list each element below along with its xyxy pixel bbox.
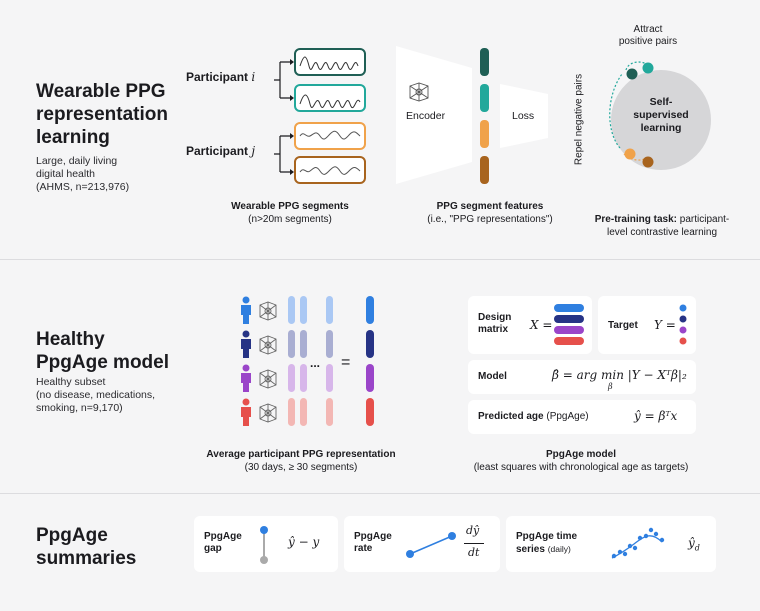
section2-subtitle: Healthy subset (no disease, medications,… — [36, 376, 156, 414]
neural-net-icon — [409, 82, 429, 102]
matrix-row-red — [554, 337, 584, 345]
section-representation-learning: Wearable PPG representation learning Lar… — [0, 0, 760, 258]
features-caption: PPG segment features(i.e., "PPG represen… — [427, 201, 553, 225]
timeseries-icon — [611, 527, 665, 559]
model-eq-sub: β — [608, 382, 613, 391]
pred-label: Predicted age (PpgAge) — [478, 411, 589, 422]
ssl-label: Self- supervised learning — [633, 96, 689, 134]
section3-title: PpgAge summaries — [36, 525, 137, 569]
rate-icon — [406, 532, 456, 558]
participant-rows — [241, 296, 374, 426]
encoder-block — [396, 46, 472, 184]
section-ppgage-model: Healthy PpgAge model Healthy subset (no … — [0, 260, 760, 488]
section2-title: Healthy PpgAge model — [36, 329, 170, 373]
ppg-segment-i1 — [294, 48, 366, 76]
pred-eq: ŷ = βᵀx — [634, 409, 678, 423]
design-eq: X = — [530, 318, 553, 332]
ppg-segment-j2 — [294, 156, 366, 184]
design-matrix-card: Design matrix X = — [468, 296, 592, 354]
ppgage-timeseries-card: PpgAge time series (daily) ŷd — [506, 516, 716, 572]
target-dots — [679, 304, 687, 345]
section-ppgage-summaries: PpgAge summaries PpgAge gap ŷ − y PpgAge… — [0, 494, 760, 611]
feature-bar-teal — [480, 84, 489, 112]
avg-caption: Average participant PPG representation(3… — [206, 449, 396, 473]
pretrain-caption: Pre-training task: participant- level co… — [594, 214, 730, 238]
participant-i-label: Participant i — [186, 70, 256, 84]
ts-label: PpgAge time series (daily) — [516, 531, 578, 555]
ppgage-gap-card: PpgAge gap ŷ − y — [194, 516, 338, 572]
matrix-row-purple — [554, 326, 584, 334]
model-caption: PpgAge model(least squares with chronolo… — [473, 449, 689, 473]
target-eq: Y = — [654, 318, 676, 332]
matrix-row-blue — [554, 304, 584, 312]
model-card: Model β̂ = arg min |Y − Xᵀβ|₂ β — [468, 360, 696, 394]
equals-sign: = — [341, 354, 351, 371]
target-card: Target Y = — [598, 296, 696, 354]
repel-label: Repel negative pairs — [573, 73, 585, 166]
participant-brackets — [274, 59, 294, 175]
ppg-segment-i2 — [294, 84, 366, 112]
divider-1 — [0, 259, 760, 260]
loss-label: Loss — [512, 110, 535, 122]
feature-bar-teal-dark — [480, 48, 489, 76]
loss-block — [500, 84, 548, 148]
gap-icon — [260, 526, 268, 564]
predicted-age-card: Predicted age (PpgAge) ŷ = βᵀx — [468, 400, 696, 434]
section1-title: Wearable PPG representation learning — [36, 81, 168, 148]
ellipsis: ... — [310, 356, 321, 370]
ppg-segment-j1 — [294, 122, 366, 150]
feature-bar-brown — [480, 156, 489, 184]
ts-eq: ŷd — [688, 536, 700, 553]
gap-eq: ŷ − y — [288, 535, 320, 549]
ppgage-rate-card: PpgAge rate dŷ dt — [344, 516, 500, 572]
feature-bar-orange — [480, 120, 489, 148]
divider-2 — [0, 493, 760, 494]
segments-caption: Wearable PPG segments(n>20m segments) — [231, 201, 349, 225]
section1-subtitle: Large, daily living digital health (AHMS… — [36, 155, 130, 193]
rate-eq-top: dŷ — [466, 524, 480, 537]
model-eq: β̂ = arg min |Y − Xᵀβ|₂ — [552, 368, 687, 382]
participant-j-label: Participant j — [186, 144, 256, 158]
rate-eq-bot: dt — [468, 546, 480, 559]
attract-label: Attract positive pairs — [618, 24, 678, 47]
matrix-row-navy — [554, 315, 584, 323]
rate-eq-line — [464, 543, 484, 544]
contrastive-dots — [609, 61, 654, 168]
encoder-label: Encoder — [406, 110, 446, 122]
